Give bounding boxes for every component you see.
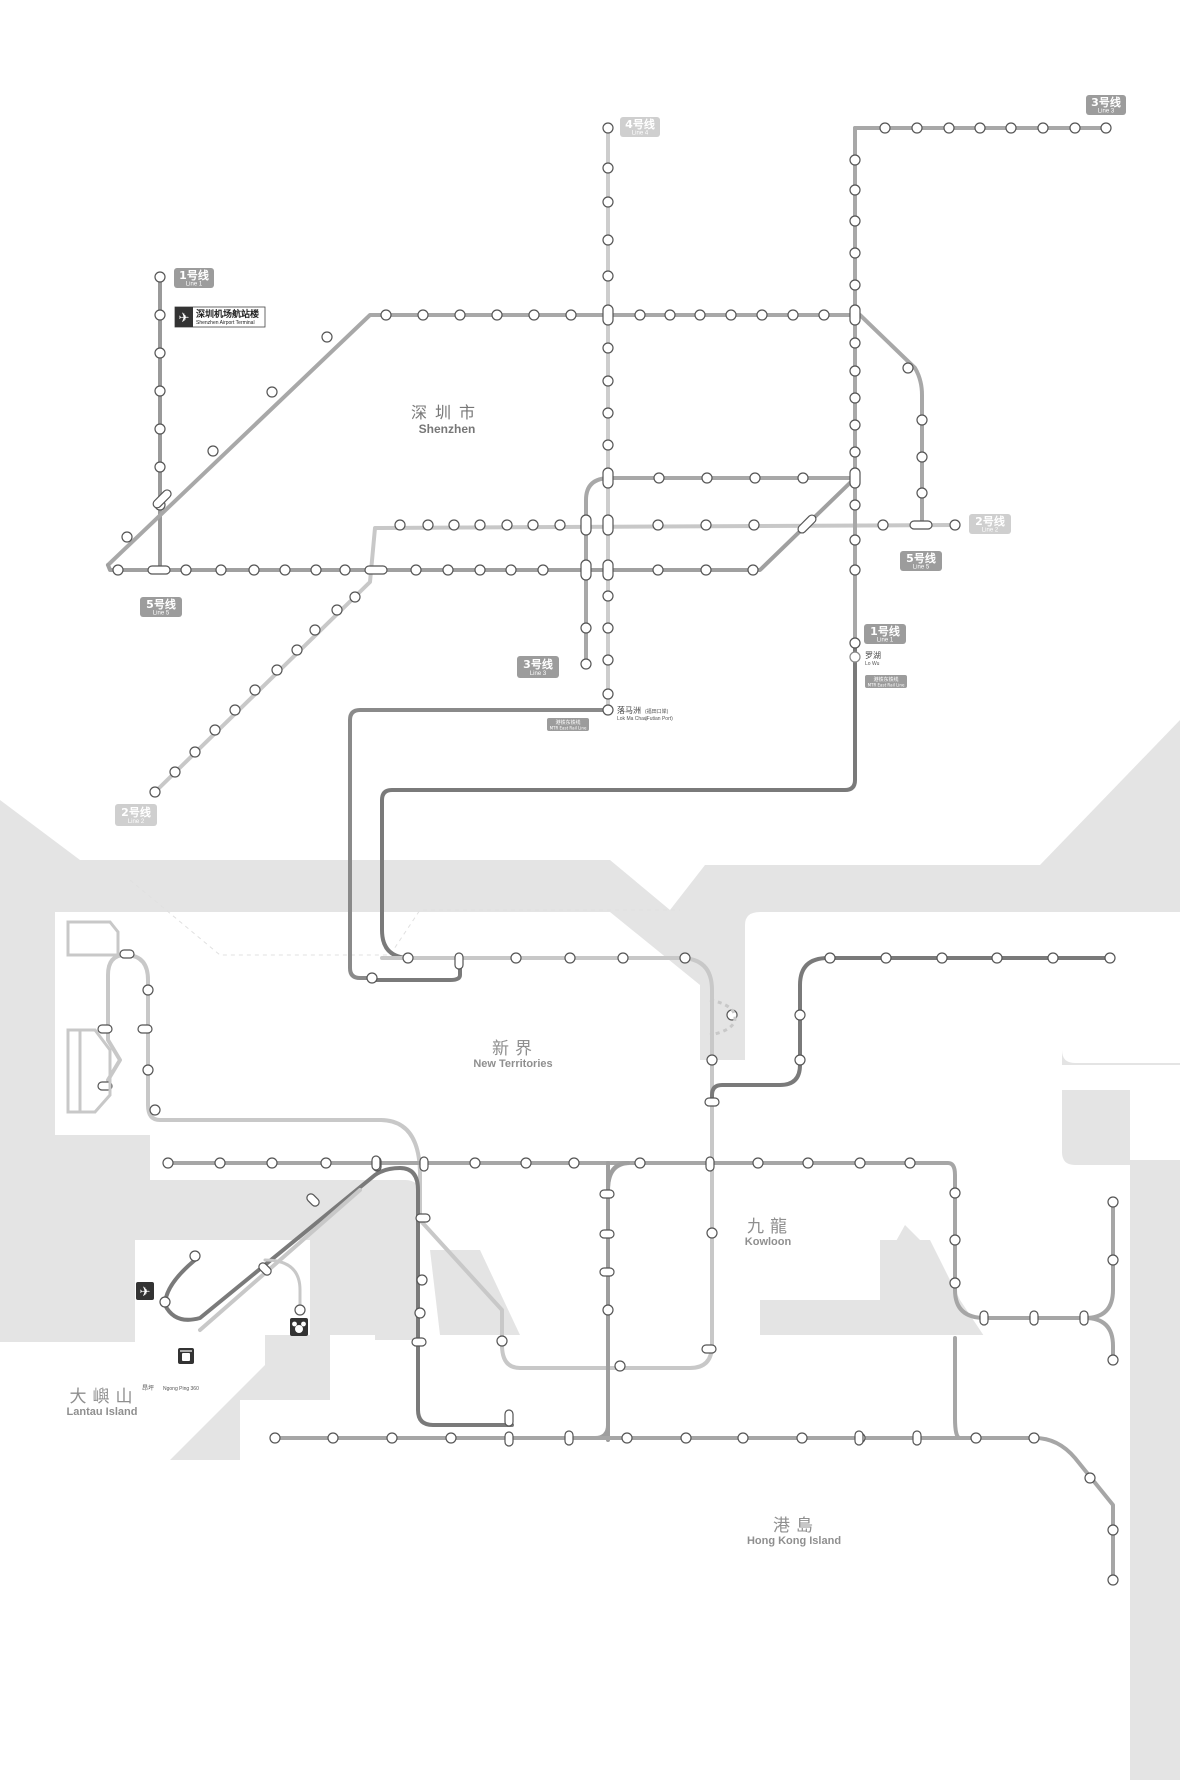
sea-channels xyxy=(150,1180,940,1340)
line-tag-3-top: 3号线 Line 3 xyxy=(1086,95,1126,115)
line-tag-1-lowu: 1号线 Line 1 xyxy=(864,624,906,644)
line-tag-2-left: 2号线 Line 2 xyxy=(115,804,157,826)
line-tag-2-left-cn: 2号线 xyxy=(121,805,151,819)
east-rail-lmc[interactable] xyxy=(348,708,610,980)
shenzhen-label-cn: 深圳市 xyxy=(411,403,483,422)
line-tag-1-top: 1号线 Line 1 xyxy=(174,268,214,288)
line-tag-3-top-en: Line 3 xyxy=(1098,109,1115,115)
lok-ma-chau-en: Lok Ma Chau xyxy=(617,716,647,722)
svg-text:✈: ✈ xyxy=(140,1284,151,1299)
line-tag-5-right-cn: 5号线 xyxy=(906,551,936,565)
kowloon-label-cn: 九龍 xyxy=(747,1217,793,1237)
border-line xyxy=(129,879,680,956)
airport-terminal-cn: 深圳机场航站楼 xyxy=(196,308,259,320)
lantau-label-cn: 大嶼山 xyxy=(70,1387,139,1407)
lok-ma-chau-badge-en: MTR East Rail Line xyxy=(550,726,587,731)
ngong-ping-cn: 昂坪 xyxy=(142,1384,154,1392)
dotted-loop xyxy=(709,998,737,1037)
line-tag-3-top-cn: 3号线 xyxy=(1091,95,1121,109)
lok-ma-chau-badge: 港铁东铁线 xyxy=(555,719,580,726)
line-tag-5-left: 5号线 Line 5 xyxy=(140,597,182,617)
land-shapes xyxy=(0,912,1180,1780)
lok-ma-chau-en-note: (Futian Port) xyxy=(645,716,673,722)
tuen-ma-branch[interactable] xyxy=(1083,1316,1115,1362)
line-tag-2-right-en: Line 2 xyxy=(982,528,999,534)
line-tag-1-top-en: Line 1 xyxy=(186,282,203,288)
line-tag-5-right-en: Line 5 xyxy=(913,565,930,571)
cable-car-icon xyxy=(178,1348,194,1364)
line-tag-1-lowu-cn: 1号线 xyxy=(870,624,900,638)
lantau-label-en: Lantau Island xyxy=(67,1406,138,1418)
lowu-station-label[interactable]: 罗湖 Lo Wu 港铁东铁线 MTR East Rail Line xyxy=(849,651,907,688)
line-3-north[interactable] xyxy=(584,126,857,667)
line-tag-2-right: 2号线 Line 2 xyxy=(969,514,1011,534)
east-rail-lowu[interactable] xyxy=(370,638,857,982)
line-tag-2-right-cn: 2号线 xyxy=(975,514,1005,528)
lowu-cn: 罗湖 xyxy=(865,651,881,660)
tung-chung-lantau[interactable] xyxy=(198,1188,362,1332)
stations[interactable] xyxy=(112,122,1119,1586)
shenzhen-label-en: Shenzhen xyxy=(419,422,476,436)
lok-ma-chau-station-label[interactable]: 落马洲 (福田口岸) Lok Ma Chau (Futian Port) 港铁东… xyxy=(547,705,673,731)
mickey-icon xyxy=(290,1318,308,1336)
new-territories-label-en: New Territories xyxy=(473,1058,552,1070)
new-territories-label-cn: 新界 xyxy=(492,1039,538,1059)
hong-kong-island-label-en: Hong Kong Island xyxy=(747,1535,841,1547)
line-tag-2-left-en: Line 2 xyxy=(128,819,145,825)
line-tag-4-top: 4号线 Line 4 xyxy=(620,117,660,137)
interchanges[interactable] xyxy=(97,304,1089,1447)
kowloon-label-en: Kowloon xyxy=(745,1236,792,1248)
line-5[interactable] xyxy=(106,313,924,567)
line-tag-5-right: 5号线 Line 5 xyxy=(900,551,942,571)
line-tag-1-lowu-en: Line 1 xyxy=(877,638,894,644)
line-tag-3-bottom-cn: 3号线 xyxy=(523,657,553,671)
line-tag-4-top-cn: 4号线 xyxy=(625,117,655,131)
airport-terminal-label[interactable]: ✈ 深圳机场航站楼 Shenzhen Airport Terminal xyxy=(174,306,266,328)
line-2[interactable] xyxy=(153,523,954,794)
tuen-ma-line[interactable] xyxy=(166,1161,1115,1320)
line-tag-4-top-en: Line 4 xyxy=(632,131,649,137)
disney-line[interactable] xyxy=(263,1258,302,1312)
lowu-en: Lo Wu xyxy=(865,661,880,667)
airport-terminal-en: Shenzhen Airport Terminal xyxy=(196,320,255,326)
lowu-badge-en: MTR East Rail Line xyxy=(868,683,905,688)
line-tag-5-left-cn: 5号线 xyxy=(146,597,176,611)
airplane-icon: ✈ xyxy=(179,310,190,325)
airplane-icon: ✈ xyxy=(136,1282,154,1300)
lowu-badge: 港铁东铁线 xyxy=(873,676,898,683)
airport-platform-lines xyxy=(66,920,120,1114)
line-tag-3-bottom: 3号线 Line 3 xyxy=(517,656,559,678)
line-tag-5-left-en: Line 5 xyxy=(153,611,170,617)
lok-ma-chau-cn-note: (福田口岸) xyxy=(645,708,669,715)
ngong-ping-label: Ngong Ping 360 xyxy=(163,1386,199,1392)
hong-kong-island-label-cn: 港島 xyxy=(773,1516,819,1536)
ma-on-shan-line[interactable] xyxy=(710,956,1112,1105)
south-island-line[interactable] xyxy=(953,1336,962,1440)
kowloon-loop[interactable] xyxy=(606,1161,630,1192)
lok-ma-chau-cn: 落马洲 xyxy=(617,705,641,715)
line-tag-1-top-cn: 1号线 xyxy=(179,268,209,282)
line-tag-3-bottom-en: Line 3 xyxy=(530,671,547,677)
